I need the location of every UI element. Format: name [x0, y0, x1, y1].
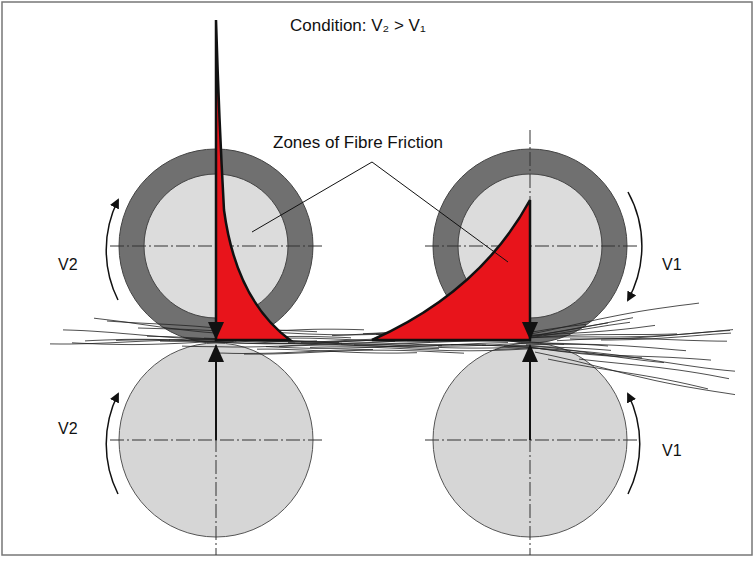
fibre-strand — [535, 352, 735, 395]
top-rollers — [119, 149, 627, 343]
zone-label: Zones of Fibre Friction — [273, 133, 443, 153]
fibre-strand — [310, 347, 530, 351]
fibre-strand — [451, 345, 711, 360]
fibre-strand — [50, 340, 170, 344]
fibre-strand — [570, 331, 730, 340]
speed-label: V1 — [662, 442, 682, 460]
fibre-strand — [257, 349, 417, 353]
speed-label: V1 — [662, 256, 682, 274]
friction-zone — [372, 200, 530, 340]
leader-line — [252, 162, 508, 262]
speed-label: V2 — [58, 420, 78, 438]
fibre-strand — [213, 350, 373, 354]
bottom-rollers — [119, 343, 627, 537]
condition-label: Condition: V₂ > V₁ — [290, 16, 426, 36]
fibre-strand — [50, 303, 735, 395]
frame — [2, 2, 752, 555]
fibre-strand — [548, 359, 708, 389]
friction-zone — [216, 20, 290, 340]
speed-label: V2 — [58, 256, 78, 274]
fibre-strand — [279, 345, 439, 349]
rotation-arrow — [106, 192, 642, 494]
fibre-strand — [354, 341, 564, 345]
pressure-arrow — [208, 322, 538, 440]
